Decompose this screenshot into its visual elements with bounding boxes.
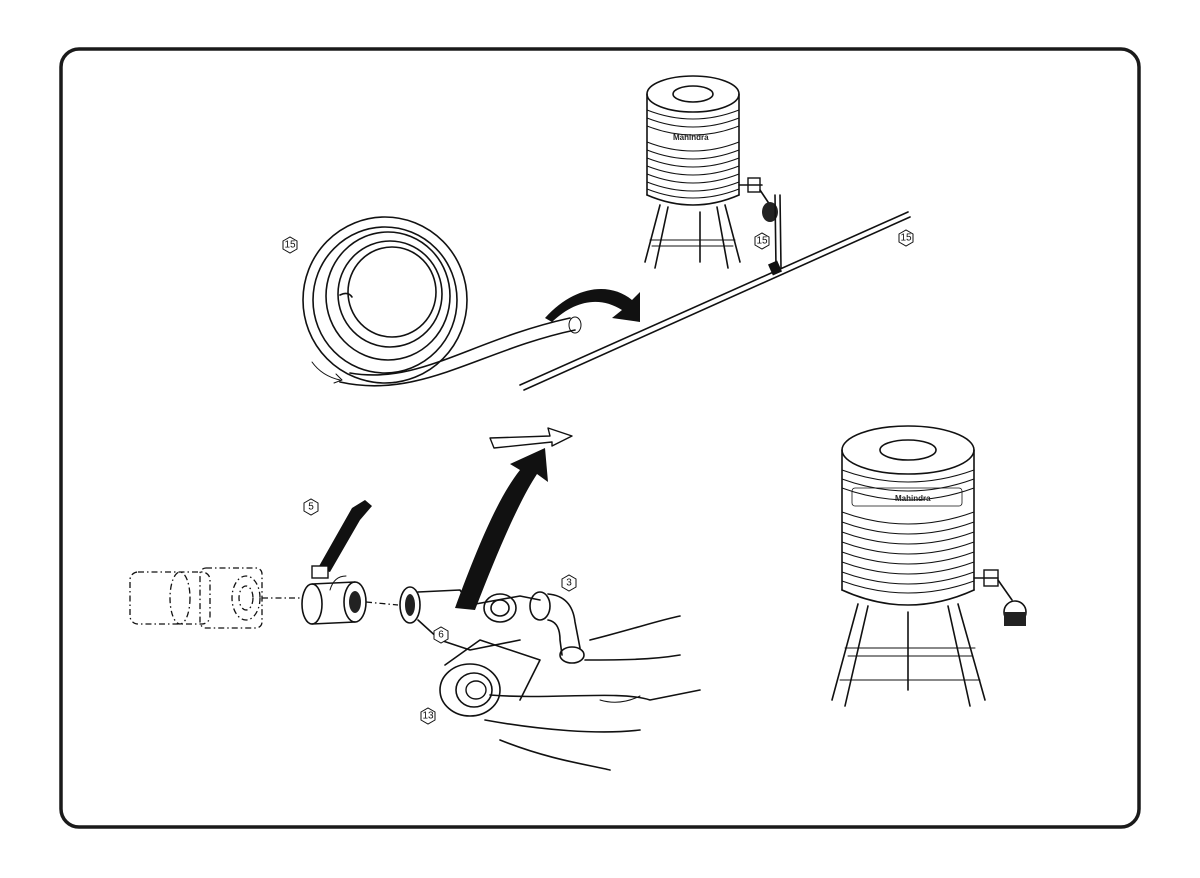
callout-tank-outlet: 15 [754, 232, 770, 250]
curved-arrow-icon [455, 448, 548, 610]
curved-arrow-icon [545, 289, 640, 322]
callout-filter-cap: 13 [420, 707, 436, 725]
tank-large: Mahindra [831, 425, 1027, 707]
callout-elbow: 3 [561, 574, 577, 592]
callout-pipe-end: 15 [898, 229, 914, 247]
diagram-frame [59, 47, 1141, 829]
callout-label: 5 [308, 502, 314, 513]
tank-brand-label-large: Mahindra [895, 494, 931, 503]
callout-ball-valve: 5 [303, 498, 319, 516]
callout-label: 13 [422, 711, 434, 722]
long-pipe [519, 211, 911, 391]
callout-hose-coil: 15 [282, 236, 298, 254]
existing-pipe-dashed [129, 567, 300, 629]
tank-small: Mahindra [644, 75, 782, 269]
ball-valve [301, 500, 399, 625]
callout-label: 15 [284, 240, 296, 251]
callout-label: 15 [900, 233, 912, 244]
callout-label: 3 [566, 578, 572, 589]
callout-filter-body: 6 [433, 626, 449, 644]
straight-arrow-icon [489, 427, 573, 449]
tank-brand-label: Mahindra [673, 133, 709, 142]
callout-label: 6 [438, 630, 444, 641]
callout-label: 15 [756, 236, 768, 247]
hose-coil [302, 216, 582, 387]
